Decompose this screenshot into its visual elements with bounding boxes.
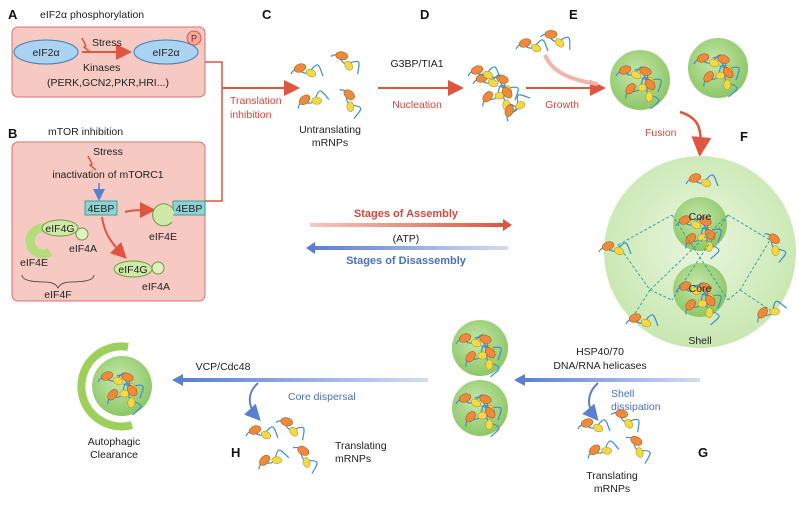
nucleation-cluster — [467, 63, 533, 125]
panel-label-c: C — [262, 7, 272, 22]
lightning-icon-b — [87, 155, 97, 171]
disassembly-bar — [312, 246, 508, 250]
core-top-label: Core — [689, 211, 712, 223]
vcp-bar — [180, 378, 428, 382]
phospho-icon — [186, 30, 202, 46]
core-dispersal-arrow — [243, 382, 261, 421]
granule-e-left — [610, 50, 670, 110]
eif2a-oval-right — [133, 39, 199, 65]
assembly-arrowhead — [503, 219, 512, 231]
core-bottom-label: Core — [689, 283, 712, 295]
panel-label-h: H — [231, 445, 240, 460]
shell-dissipation-arrow — [582, 382, 599, 422]
g3bp-label: G3BP/TIA1 — [390, 58, 443, 70]
autophagic-core — [92, 356, 152, 416]
untranslating-label-1: Untranslating — [299, 124, 361, 136]
assembly-label: Stages of Assembly — [354, 208, 459, 220]
eif4a-shape-left — [75, 227, 89, 241]
panel-b-title: mTOR inhibition — [48, 126, 123, 138]
4ebp-bind-arrow — [124, 202, 156, 219]
eif2a-oval-left — [13, 39, 79, 65]
autophagic-label-1: Autophagic — [88, 436, 141, 448]
panel-label-d: D — [420, 7, 429, 22]
translating-h-label-1: Translating — [335, 440, 387, 452]
panel-a-stress: Stress — [92, 37, 122, 49]
eif2a-left-label: eIF2α — [32, 47, 59, 59]
helicase-arrowhead — [514, 374, 525, 386]
vcp-arrowhead — [172, 374, 183, 386]
granule-e-right — [688, 38, 748, 98]
translating-g-label-2: mRNPs — [594, 483, 630, 495]
panel-label-a: A — [8, 7, 18, 22]
stress-granule-shell — [604, 156, 796, 348]
helicase-bar — [520, 378, 700, 382]
translating-g-label-1: Translating — [586, 470, 638, 482]
growth-label: Growth — [545, 99, 579, 111]
phospho-label: P — [191, 34, 197, 44]
fusion-arrow — [679, 110, 712, 157]
fusion-label: Fusion — [645, 127, 677, 139]
atp-label: (ATP) — [393, 233, 420, 245]
panel-a-kinase-list: (PERK,GCN2,PKR,HRI...) — [47, 77, 169, 89]
translating-mrnps-h — [245, 411, 324, 476]
shell-dissipation-label-1: Shell — [611, 388, 634, 400]
translation-inhibition-label-2: inhibition — [230, 109, 272, 121]
nucleation-label: Nucleation — [392, 99, 442, 111]
eif4f-release-arrow — [101, 216, 127, 259]
panel-label-e: E — [569, 7, 578, 22]
untranslating-label-2: mRNPs — [312, 137, 348, 149]
core-dispersal-label: Core dispersal — [288, 391, 356, 403]
eif4g-left-label: eIF4G — [45, 223, 74, 235]
panel-b-inactivation: inactivation of mTORC1 — [52, 169, 163, 181]
growth-join-arrow — [543, 54, 599, 86]
panel-a-kinases: Kinases — [83, 62, 120, 74]
translating-mrnps-g — [577, 403, 657, 466]
shell-label: Shell — [688, 335, 711, 347]
eif4a-left-label: eIF4A — [69, 243, 97, 255]
eif4f-label: eIF4F — [44, 289, 71, 301]
eif4e-left-label: eIF4E — [20, 257, 48, 269]
eif4e-right-label: eIF4E — [149, 231, 177, 243]
eif4a-bottom-label: eIF4A — [142, 281, 170, 293]
panel-b-box — [11, 141, 206, 302]
eif4e-shape-right — [152, 203, 175, 227]
eif4g-shape-left — [41, 219, 79, 237]
autophagosome-membrane — [77, 342, 134, 431]
autophagic-label-2: Clearance — [90, 449, 138, 461]
4ebp-box-top — [84, 200, 118, 216]
4ebp-right-label: 4EBP — [176, 203, 203, 215]
translation-inhibition-label-1: Translation — [230, 95, 282, 107]
disassembly-arrowhead — [306, 242, 315, 254]
eif4g-bottom-label: eIF4G — [118, 264, 147, 276]
vcp-label: VCP/Cdc48 — [196, 361, 251, 373]
4ebp-top-label: 4EBP — [88, 203, 115, 215]
disassembly-label: Stages of Disassembly — [346, 255, 467, 267]
hsp-label-2: DNA/RNA helicases — [553, 360, 646, 372]
shell-network — [617, 214, 771, 319]
hsp-label-1: HSP40/70 — [576, 346, 624, 358]
lightning-icon — [81, 37, 91, 53]
untranslating-mrnps — [290, 45, 367, 121]
panel-b: mTOR inhibition Stress inactivation of m… — [11, 126, 206, 302]
panel-a: eIF2α phosphorylation eIF2α eIF2α P Stre… — [11, 9, 206, 98]
panel-label-f: F — [740, 129, 748, 144]
panel-a-title: eIF2α phosphorylation — [40, 9, 144, 21]
panel-label-g: G — [698, 445, 708, 460]
panel-label-b: B — [8, 126, 17, 141]
eif4f-brace — [21, 274, 95, 289]
eif2a-right-label: eIF2α — [152, 47, 179, 59]
translating-h-label-2: mRNPs — [335, 453, 371, 465]
eif4a-shape-bottom — [151, 261, 165, 275]
connector-bracket — [205, 61, 223, 202]
panel-b-stress: Stress — [93, 146, 123, 158]
assembly-bar — [310, 223, 505, 227]
